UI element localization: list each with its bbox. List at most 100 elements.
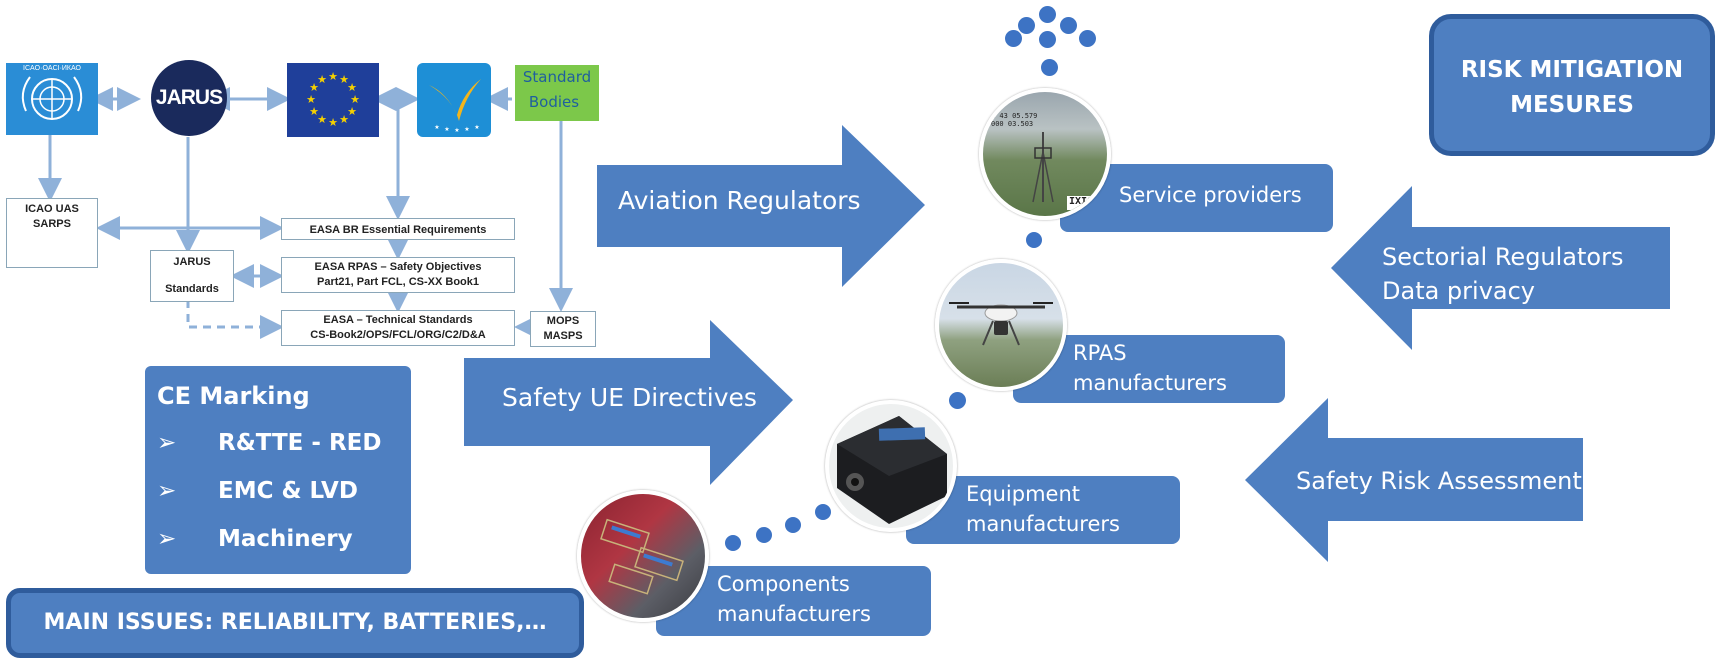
svg-text:★: ★ [339,113,349,126]
device-box-icon [837,416,947,524]
risk-mitigation-line1: RISK MITIGATION [1460,57,1684,83]
chain-dot [949,392,966,409]
components-photo [577,490,709,622]
icao-uas-sarps-box: ICAO UAS SARPS [6,198,98,268]
easa-tech-line2: CS-Book2/OPS/FCL/ORG/C2/D&A [310,328,486,341]
mops-masps-box: MOPS MASPS [530,311,596,347]
sectorial-line1: Sectorial Regulators [1382,243,1624,271]
easa-br-text: EASA BR Essential Requirements [309,224,487,236]
eu-flag: ★★★ ★★★ ★★★ ★★★ [287,63,379,137]
chain-dot [756,527,772,543]
svg-text:★: ★ [464,126,469,133]
photo-overlay-text-1: 1 43 05.579 [991,112,1038,120]
jarus-std-line2: Standards [165,282,219,295]
chain-dot [815,504,831,520]
jarus-logo: JARUS [151,60,227,136]
chain-dot [1005,30,1022,47]
icao-uas-line2: SARPS [33,217,71,230]
risk-mitigation-line2: MESURES [1510,92,1634,118]
circuit-board-icon [600,518,684,595]
sectorial-line2: Data privacy [1382,277,1536,305]
svg-text:★: ★ [309,81,319,94]
eu-stars-icon: ★★★ ★★★ ★★★ ★★★ [306,70,360,129]
un-emblem-icon [21,76,83,120]
standard-bodies-line2: Bodies [528,93,580,111]
chain-dot [1026,232,1042,248]
easa-rpas-box: EASA RPAS – Safety Objectives Part21, Pa… [281,257,515,293]
safety-ue-label: Safety UE Directives [502,383,757,412]
bullet-arrow-icon: ➢ [157,430,177,456]
rpas-line1: RPAS [1073,341,1127,365]
chain-dot [1018,17,1035,34]
icao-logo-text: ICAO·OACI·ИКАО [23,65,81,72]
sectorial-regulators-arrow [1331,186,1670,350]
chain-dot [725,535,741,551]
equipment-line1: Equipment [966,482,1080,506]
svg-text:★: ★ [328,116,338,129]
ce-marking-panel: CE Marking ➢ R&TTE - RED ➢ EMC & LVD ➢ Mach… [145,366,411,574]
equipment-photo [825,400,957,532]
rpas-manufacturers-label: RPAS manufacturers [1013,335,1285,403]
main-issues-box: MAIN ISSUES: RELIABILITY, BATTERIES,… [6,588,584,658]
svg-text:★: ★ [347,105,357,118]
aviation-regulators-label: Aviation Regulators [618,186,861,215]
svg-text:★: ★ [347,81,357,94]
chain-dot [785,517,801,533]
ce-marking-title: CE Marking [157,382,310,410]
easa-rpas-line1: EASA RPAS – Safety Objectives [314,261,482,273]
service-providers-photo: 1 43 05.579 000 03.503 IXIC [979,88,1111,220]
svg-text:★: ★ [474,124,479,131]
equipment-line2: manufacturers [966,512,1120,536]
mops-line1: MOPS [546,315,580,327]
ce-item-2-label: EMC & LVD [218,478,358,504]
svg-text:★: ★ [444,126,449,133]
components-line2: manufacturers [717,602,871,626]
chain-dot [1060,17,1077,34]
chain-dot [1039,6,1056,23]
chain-dot [1039,31,1056,48]
chain-dot [1041,59,1058,76]
easa-br-box: EASA BR Essential Requirements [281,218,515,240]
org-chart-connectors [38,87,573,339]
ce-item-3-label: Machinery [218,526,353,552]
svg-text:★: ★ [306,93,316,106]
components-line1: Components [717,572,850,596]
bullet-arrow-icon: ➢ [157,526,177,552]
standard-bodies-box: Standard Bodies [515,65,599,121]
safety-ue-arrow [464,320,793,485]
drone-icon [949,302,1053,346]
chain-dot [1079,30,1096,47]
jarus-logo-text: JARUS [155,86,223,109]
svg-text:★: ★ [328,70,338,83]
bullet-arrow-icon: ➢ [157,478,177,504]
icao-logo: ICAO·OACI·ИКАО [6,63,98,135]
rpas-line2: manufacturers [1073,371,1227,395]
photo-overlay-tag: IXIC [1069,196,1094,207]
icao-uas-line1: ICAO UAS [25,203,79,215]
jarus-standards-box: JARUS Standards [150,250,234,302]
easa-rpas-line2: Part21, Part FCL, CS-XX Book1 [317,275,479,288]
standard-bodies-line1: Standard [522,68,592,86]
easa-bird-icon: ★ ★ ★ ★ ★ [429,79,481,134]
mops-line2: MASPS [543,329,583,342]
easa-logo: ★ ★ ★ ★ ★ [417,63,491,137]
svg-text:★: ★ [317,113,327,126]
ce-item-2: ➢ EMC & LVD [157,478,358,504]
service-providers-text: Service providers [1119,183,1302,207]
svg-text:★: ★ [317,73,327,86]
svg-text:★: ★ [309,105,319,118]
rpas-drone-photo [935,259,1067,391]
main-issues-text: MAIN ISSUES: RELIABILITY, BATTERIES,… [43,610,547,635]
ce-item-1-label: R&TTE - RED [218,430,382,456]
risk-mitigation-box: RISK MITIGATION MESURES [1429,14,1715,156]
sectorial-regulators-label: Sectorial Regulators Data privacy [1382,240,1623,308]
svg-text:★: ★ [434,124,439,131]
easa-tech-line1: EASA – Technical Standards [323,314,473,326]
jarus-std-line1: JARUS [173,256,211,268]
svg-text:★: ★ [454,127,459,134]
ce-item-1: ➢ R&TTE - RED [157,430,381,456]
aviation-regulators-arrow [597,125,925,287]
easa-tech-box: EASA – Technical Standards CS-Book2/OPS/… [281,310,515,346]
svg-text:★: ★ [339,73,349,86]
safety-risk-label: Safety Risk Assessment [1296,467,1582,495]
